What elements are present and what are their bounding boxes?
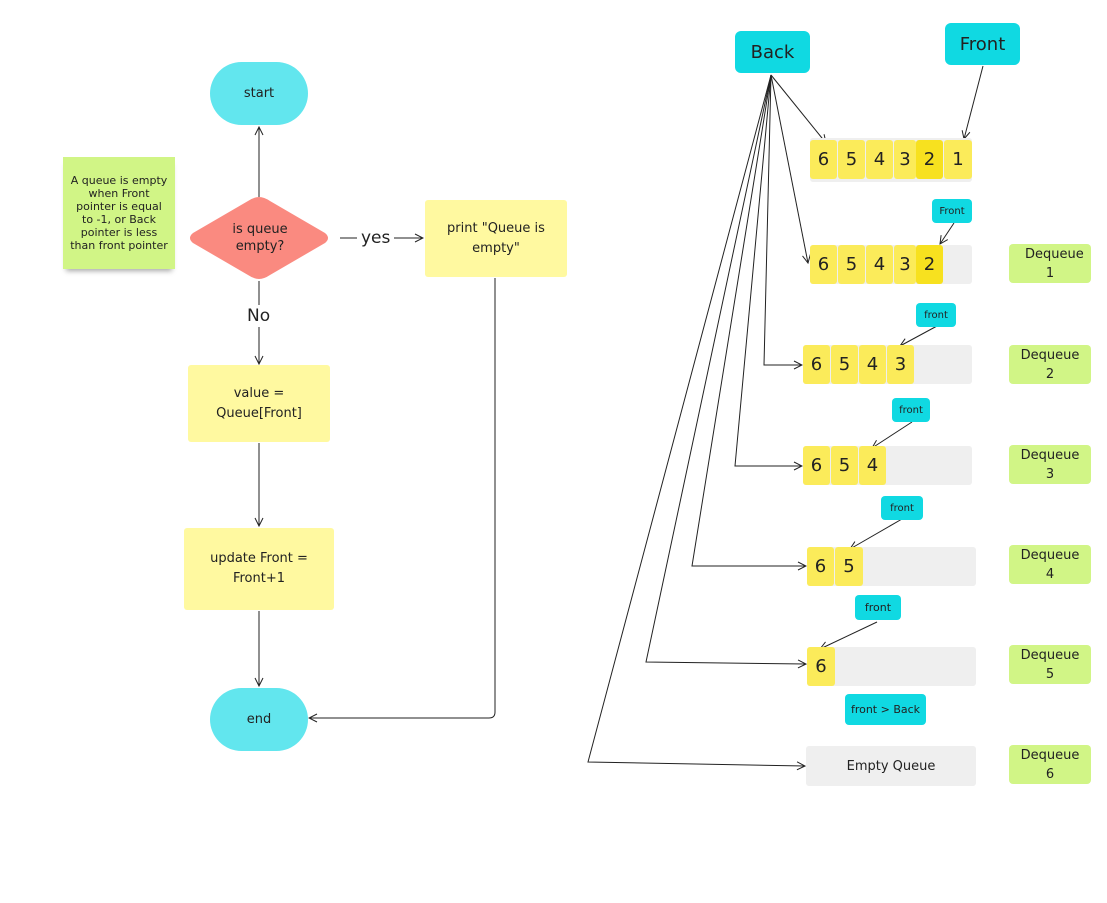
queue-row-0-cell: 5 [838, 140, 865, 179]
front-pointer-tag: Front [945, 23, 1020, 65]
back-arrow-3 [763, 74, 802, 365]
front-tag-row-5-label: front [864, 601, 892, 614]
queue-row-4-cell: 5 [835, 547, 863, 586]
back-arrow-2 [770, 74, 808, 263]
front-tag-row-3: front [892, 398, 930, 422]
update-node: update Front = Front+1 [184, 528, 334, 610]
queue-row-3-cell: 4 [859, 446, 886, 485]
decision-text: is queue empty? [232, 222, 288, 254]
queue-row-2-cell: 5 [831, 345, 858, 384]
queue-row-1-cell: 5 [838, 245, 865, 284]
dequeue-label-1: Dequeue 1 [1009, 244, 1091, 283]
note-text: A queue is empty when Front pointer is e… [70, 174, 168, 252]
update-label: update Front = Front+1 [210, 551, 308, 586]
queue-row-5-cell: 6 [807, 647, 835, 686]
front-arrow-3 [900, 325, 938, 346]
dequeue-label-2-text: Dequeue 2 [1020, 347, 1080, 382]
back-arrow-4 [734, 74, 802, 466]
front-tag-row-1-label: Front [939, 205, 965, 217]
yes-label: yes [361, 228, 391, 248]
front-arrow-2 [940, 222, 955, 244]
no-label: No [247, 306, 271, 326]
front-gt-back-label: front > Back [850, 703, 921, 716]
decision-diamond [190, 197, 328, 279]
front-tag-row-4-label: front [890, 502, 914, 514]
front-arrow-6 [820, 621, 878, 649]
front-arrow-1 [964, 65, 984, 139]
queue-row-2-cell: 6 [803, 345, 830, 384]
queue-row-2-cell: 3 [887, 345, 914, 384]
queue-row-0-cell: 1 [944, 140, 972, 179]
front-pointer-label: Front [959, 33, 1006, 55]
start-node: start [210, 62, 308, 125]
front-gt-back-tag: front > Back [845, 694, 926, 725]
front-tag-row-4: front [881, 496, 923, 520]
decision-label: is queue empty? [215, 220, 305, 256]
queue-row-1-cell: 3 [894, 245, 916, 284]
queue-row-1-cell: 4 [866, 245, 893, 284]
back-arrow-5 [691, 74, 806, 566]
queue-row-5-track [807, 647, 976, 686]
back-pointer-label: Back [750, 41, 795, 63]
queue-row-1-cell: 2 [916, 245, 943, 284]
queue-row-4-cell: 6 [807, 547, 834, 586]
front-arrow-4 [872, 421, 913, 448]
value-node: value = Queue[Front] [188, 365, 330, 442]
queue-row-0-cell: 4 [866, 140, 893, 179]
dequeue-label-4: Dequeue 4 [1009, 545, 1091, 584]
queue-row-0-cell: 2 [916, 140, 943, 179]
dequeue-label-6-text: Dequeue 6 [1020, 747, 1080, 782]
back-pointer-tag: Back [735, 31, 810, 73]
dequeue-label-4-text: Dequeue 4 [1020, 547, 1080, 582]
dequeue-label-5-text: Dequeue 5 [1020, 647, 1080, 682]
queue-row-3-cell: 6 [803, 446, 830, 485]
dequeue-label-2: Dequeue 2 [1009, 345, 1091, 384]
empty-condition-note: A queue is empty when Front pointer is e… [63, 157, 175, 269]
queue-row-1-cell: 6 [810, 245, 837, 284]
front-arrow-5 [850, 518, 903, 549]
start-label: start [243, 86, 275, 101]
queue-row-2-cell: 4 [859, 345, 886, 384]
queue-row-3-cell: 5 [831, 446, 858, 485]
dequeue-label-3: Dequeue 3 [1009, 445, 1091, 484]
value-label: value = Queue[Front] [216, 385, 302, 421]
empty-queue-label: Empty Queue [846, 758, 936, 774]
queue-row-0-cell: 3 [894, 140, 916, 179]
dequeue-label-5: Dequeue 5 [1009, 645, 1091, 684]
queue-row-0-cell: 6 [810, 140, 837, 179]
back-arrow-1 [770, 74, 826, 143]
print-node: print "Queue is empty" [425, 200, 567, 277]
empty-queue-track: Empty Queue [806, 746, 976, 786]
front-tag-row-3-label: front [899, 404, 923, 416]
end-label: end [246, 712, 272, 727]
front-tag-row-5: front [855, 595, 901, 620]
dequeue-label-3-text: Dequeue 3 [1020, 447, 1080, 482]
print-label: print "Queue is empty" [447, 220, 545, 256]
dequeue-label-6: Dequeue 6 [1009, 745, 1091, 784]
end-node: end [210, 688, 308, 751]
front-tag-row-2-label: front [924, 309, 948, 321]
front-tag-row-2: front [916, 303, 956, 327]
back-arrow-6 [645, 74, 806, 664]
dequeue-label-1-text: Dequeue 1 [1025, 246, 1084, 281]
back-arrow-7 [587, 74, 805, 766]
front-tag-row-1: Front [932, 199, 972, 223]
arrow-print-to-end [309, 278, 496, 718]
